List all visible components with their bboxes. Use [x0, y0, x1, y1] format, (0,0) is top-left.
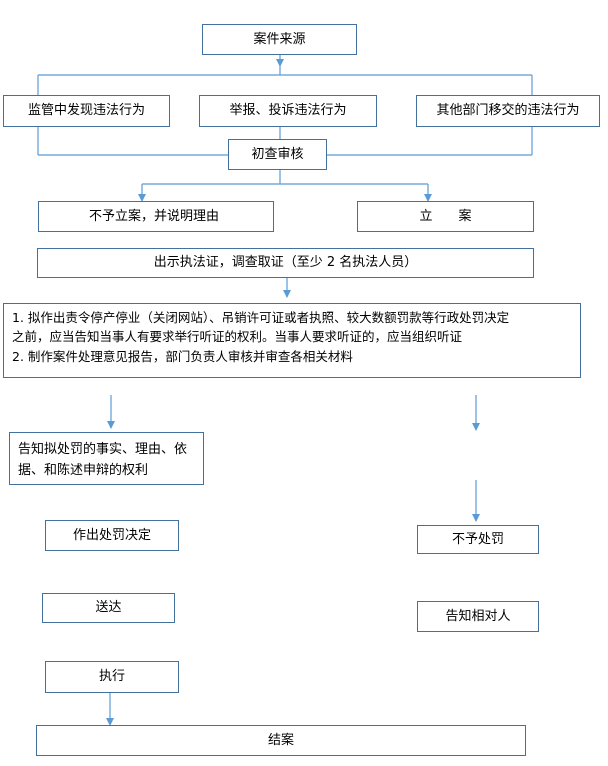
case-source-label: 案件来源	[253, 31, 306, 47]
report-complaint-box: 举报、投诉违法行为	[199, 95, 377, 127]
transfer-box: 其他部门移交的违法行为	[416, 95, 600, 127]
notify-rights-box: 告知拟处罚的事实、理由、依据、和陈述申辩的权利	[9, 432, 204, 485]
investigate-box: 出示执法证，调查取证（至少 2 名执法人员）	[37, 248, 534, 278]
file-case-label: 立 案	[419, 208, 472, 224]
hearing-line-1: 1. 拟作出责令停产停业（关闭网站）、吊销许可证或者执照、较大数额罚款等行政处罚…	[12, 310, 510, 325]
file-case-box: 立 案	[357, 201, 534, 232]
penalty-decision-label: 作出处罚决定	[72, 527, 151, 543]
execute-label: 执行	[98, 669, 125, 685]
notify-party-label: 告知相对人	[445, 608, 511, 624]
investigate-label: 出示执法证，调查取证（至少 2 名执法人员）	[153, 255, 418, 271]
notify-party-box: 告知相对人	[417, 601, 539, 632]
found-in-supervision-label: 监管中发现违法行为	[27, 103, 145, 119]
report-complaint-label: 举报、投诉违法行为	[229, 103, 347, 119]
deliver-label: 送达	[95, 600, 122, 616]
penalty-decision-box: 作出处罚决定	[45, 520, 179, 551]
hearing-line-3: 2. 制作案件处理意见报告，部门负责人审核并审查各相关材料	[12, 348, 353, 364]
deliver-box: 送达	[42, 593, 175, 623]
execute-box: 执行	[45, 661, 179, 693]
transfer-label: 其他部门移交的违法行为	[436, 103, 580, 119]
no-penalty-box: 不予处罚	[417, 525, 539, 554]
initial-review-box: 初查审核	[228, 139, 327, 170]
close-case-box: 结案	[36, 725, 526, 756]
initial-review-label: 初查审核	[251, 146, 304, 162]
no-case-label: 不予立案，并说明理由	[89, 208, 220, 224]
hearing-report-box: 1. 拟作出责令停产停业（关闭网站）、吊销许可证或者执照、较大数额罚款等行政处罚…	[3, 303, 581, 378]
close-case-label: 结案	[267, 732, 294, 748]
case-source-box: 案件来源	[202, 24, 357, 55]
notify-rights-label: 告知拟处罚的事实、理由、依据、和陈述申辩的权利	[18, 442, 188, 478]
no-penalty-label: 不予处罚	[451, 531, 504, 547]
no-case-box: 不予立案，并说明理由	[38, 201, 274, 232]
found-in-supervision-box: 监管中发现违法行为	[3, 95, 170, 127]
hearing-line-2: 之前，应当告知当事人有要求举行听证的权利。当事人要求听证的，应当组织听证	[12, 329, 463, 345]
